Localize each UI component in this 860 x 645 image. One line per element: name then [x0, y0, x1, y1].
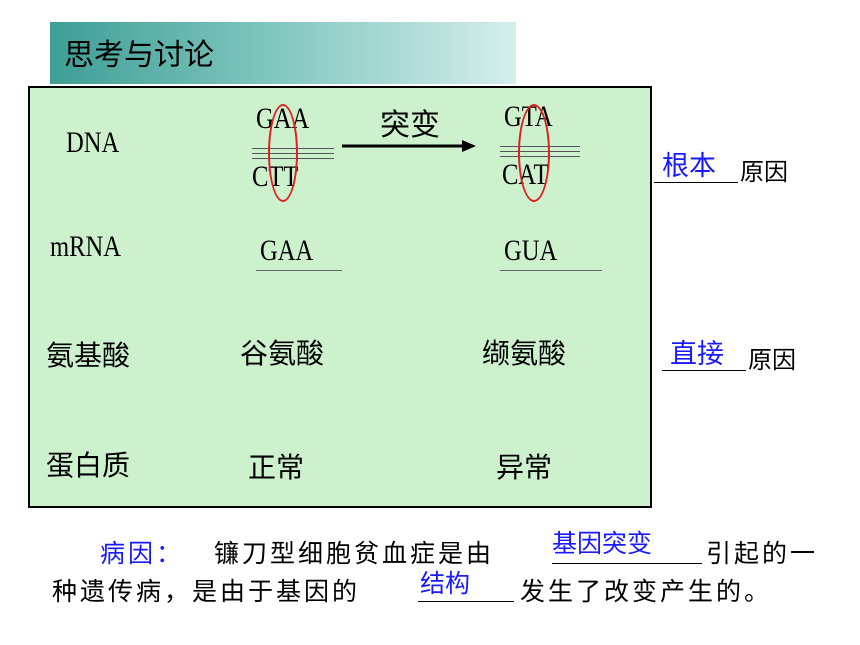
paragraph-text-3: 种遗传病，是由于基因的 — [52, 577, 361, 606]
paragraph-text-2: 引起的一 — [706, 539, 819, 568]
root-cause-answer: 根本 — [662, 151, 716, 182]
row-label-mrna: mRNA — [50, 230, 122, 263]
root-cause-suffix: 原因 — [740, 158, 788, 186]
cause-label: 病因： — [100, 539, 185, 568]
direct-cause-suffix: 原因 — [748, 346, 796, 374]
mutant-mrna: GUA — [504, 234, 558, 267]
mrna-underline — [256, 270, 342, 271]
normal-protein: 正常 — [248, 451, 305, 484]
answer-blank — [662, 370, 746, 371]
mutation-label: 突变 — [380, 108, 440, 143]
mrna-underline — [500, 270, 602, 271]
mutant-protein: 异常 — [496, 451, 553, 484]
answer-blank — [418, 601, 514, 602]
row-label-amino-acid: 氨基酸 — [46, 339, 131, 372]
answer-blank — [552, 563, 702, 564]
normal-mrna: GAA — [260, 234, 314, 267]
normal-amino-acid: 谷氨酸 — [240, 337, 325, 370]
mutant-amino-acid: 缬氨酸 — [482, 337, 567, 370]
title-bar: 思考与讨论 — [50, 22, 516, 84]
mutation-arrow-icon — [342, 140, 476, 152]
row-label-dna: DNA — [66, 126, 120, 159]
blank-answer-gene-mutation: 基因突变 — [552, 529, 653, 558]
row-label-protein: 蛋白质 — [46, 449, 131, 482]
highlight-oval — [518, 104, 550, 202]
answer-blank — [654, 182, 738, 183]
direct-cause-answer: 直接 — [670, 339, 724, 370]
paragraph-text-4: 发生了改变产生的。 — [520, 577, 773, 606]
slide-title: 思考与讨论 — [64, 38, 214, 73]
highlight-oval — [268, 104, 298, 202]
paragraph-text-1: 镰刀型细胞贫血症是由 — [214, 539, 495, 568]
blank-answer-structure: 结构 — [420, 569, 471, 598]
